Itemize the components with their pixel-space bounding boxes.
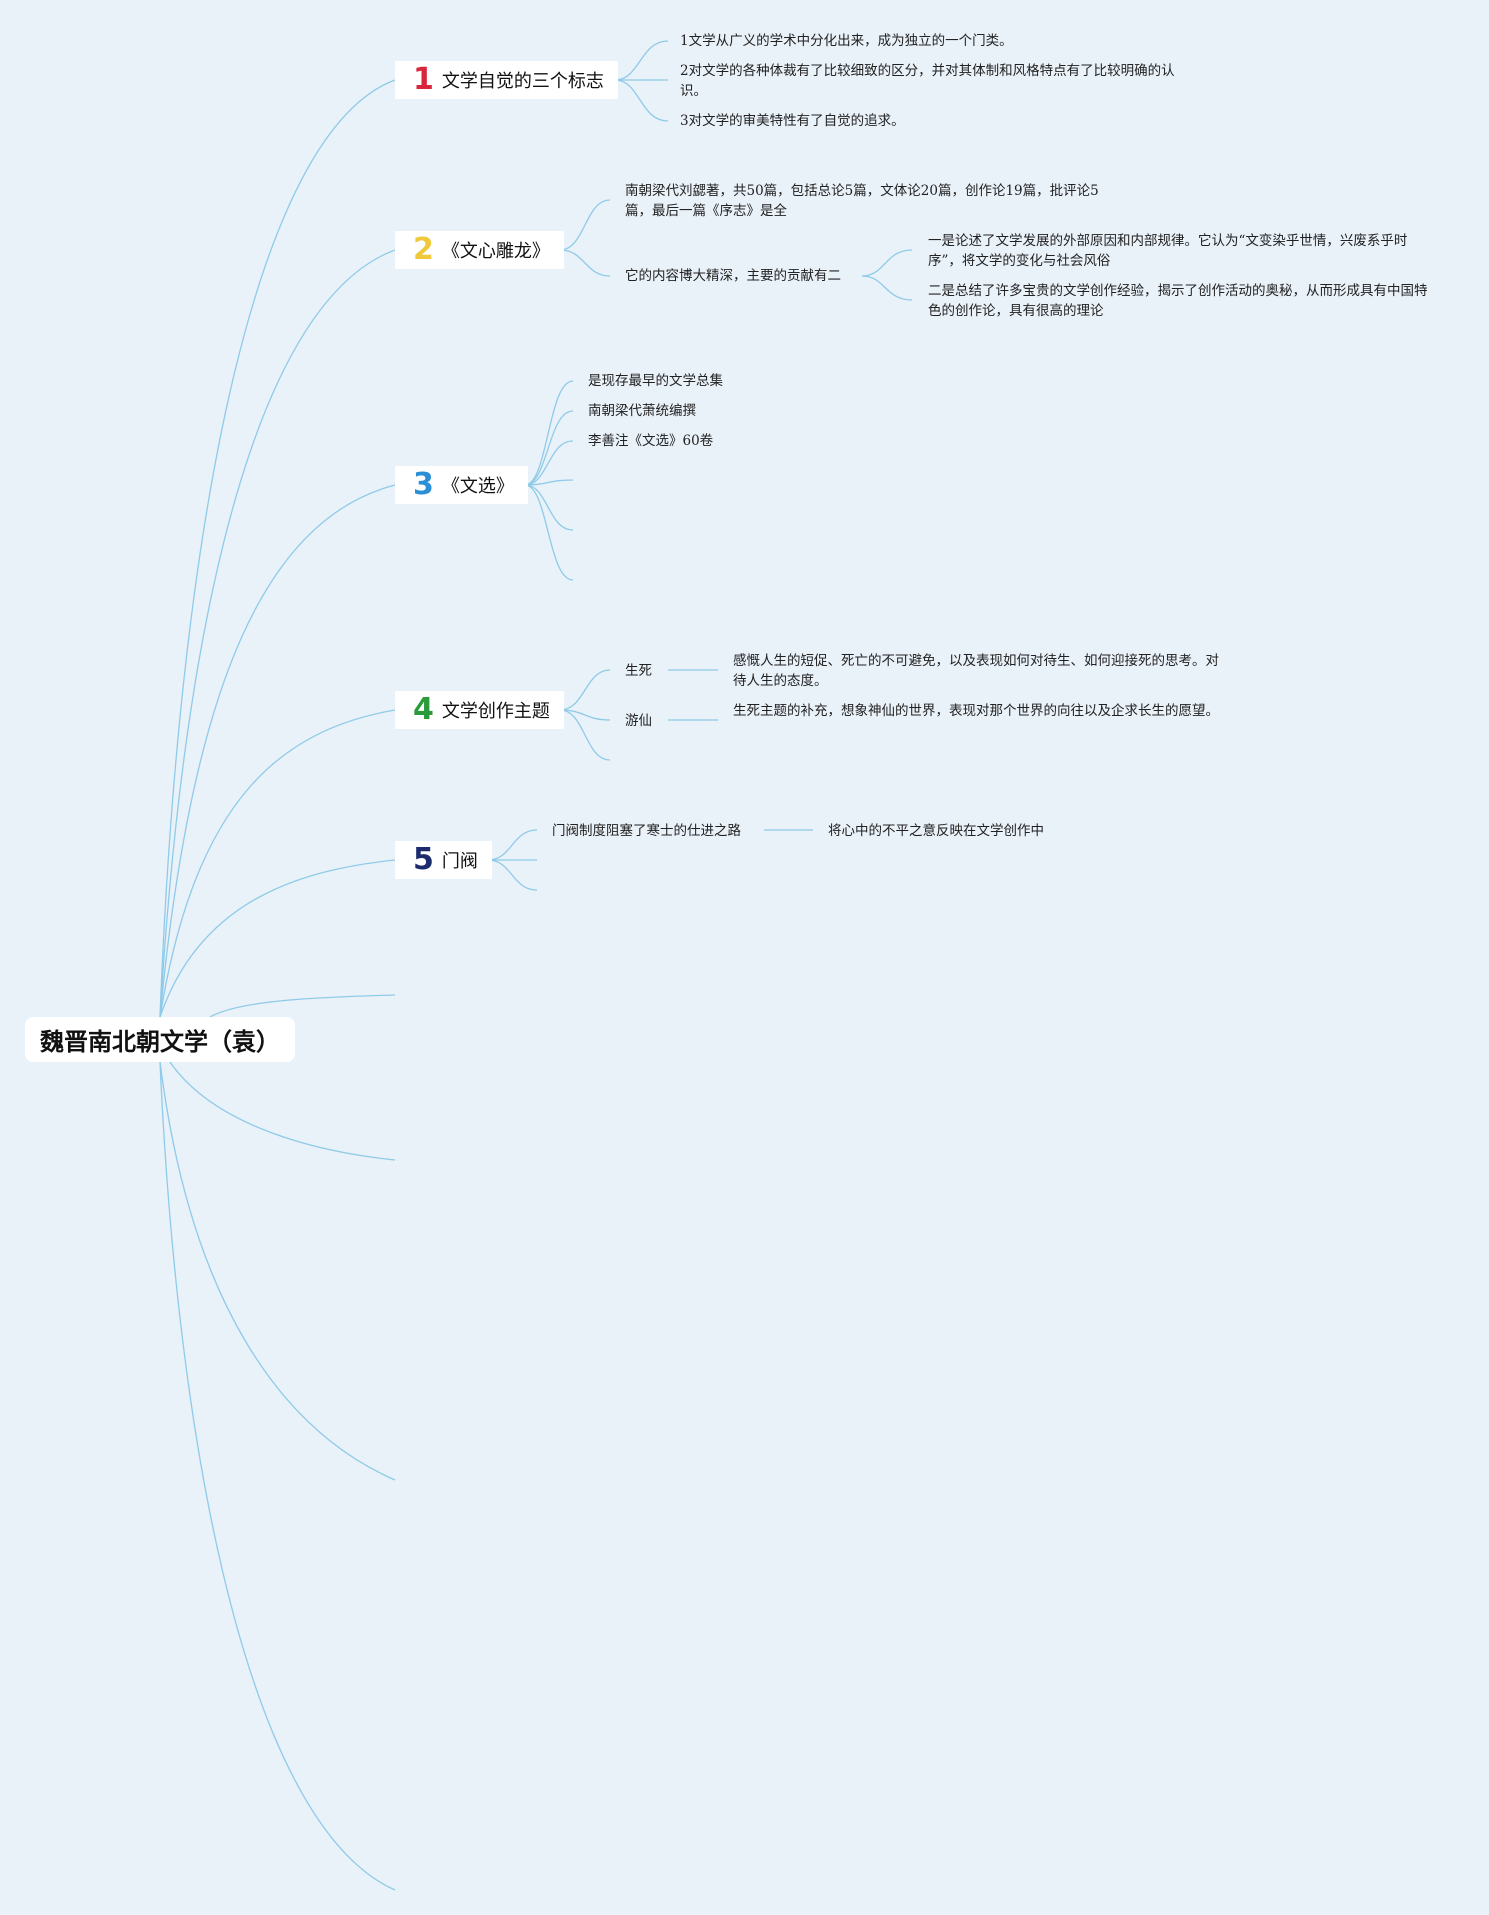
- connector-root-topic-1: [159, 79, 396, 1018]
- connector-t1-c: [614, 79, 669, 122]
- connector-t2-a: [559, 199, 611, 251]
- topic-2-item-2[interactable]: 它的内容博大精深，主要的贡献有二: [625, 268, 841, 284]
- topic-2-sub-1[interactable]: 一是论述了文学发展的外部原因和内部规律。它认为“文变染乎世情，兴废系乎时序”，将…: [928, 233, 1408, 269]
- topic-4[interactable]: 4 文学创作主题: [395, 691, 564, 729]
- topic-5[interactable]: 5 门阀: [395, 841, 492, 879]
- connector-t3-f: [524, 484, 574, 581]
- topic-1[interactable]: 1 文学自觉的三个标志: [395, 61, 618, 99]
- topic-1-label: 文学自觉的三个标志: [441, 71, 604, 92]
- connector-t3-c: [524, 440, 574, 486]
- topic-3-label: 《文选》: [441, 476, 514, 497]
- topic-4-item-1[interactable]: 生死: [625, 663, 652, 679]
- topic-2-label: 《文心雕龙》: [441, 241, 550, 262]
- connector-root-empty-6: [209, 994, 396, 1018]
- connector-t3-a: [524, 380, 574, 486]
- topic-2[interactable]: 2 《文心雕龙》: [395, 231, 564, 269]
- topic-4-number: 4: [413, 692, 434, 727]
- topic-4-sub-2[interactable]: 生死主题的补充，想象神仙的世界，表现对那个世界的向往以及企求长生的愿望。: [733, 703, 1219, 719]
- topic-4-label: 文学创作主题: [441, 701, 550, 722]
- root-topic[interactable]: 魏晋南北朝文学（袁）: [25, 1017, 295, 1062]
- topic-3-item-1[interactable]: 是现存最早的文学总集: [588, 373, 723, 389]
- topic-5-item-1[interactable]: 门阀制度阻塞了寒士的仕进之路: [552, 823, 741, 839]
- connector-root-topic-2: [159, 249, 396, 1018]
- connector-t3-b: [524, 410, 574, 486]
- connector-t5-a: [487, 829, 538, 861]
- topic-4-sub-1[interactable]: 感慨人生的短促、死亡的不可避免，以及表现如何对待生、如何迎接死的思考。对待人生的…: [733, 653, 1219, 689]
- topic-2-sub-2[interactable]: 二是总结了许多宝贵的文学创作经验，揭示了创作活动的奥秘，从而形成具有中国特色的创…: [928, 283, 1428, 319]
- topic-4-item-2[interactable]: 游仙: [625, 713, 652, 729]
- topic-3-number: 3: [413, 467, 434, 502]
- connector-t2-b: [559, 249, 611, 277]
- connector-root-topic-4: [159, 709, 396, 1018]
- topic-1-number: 1: [413, 62, 434, 97]
- topic-3-item-2[interactable]: 南朝梁代萧统编撰: [588, 403, 696, 419]
- connector-root-empty-7: [169, 1061, 396, 1161]
- connector-t4-a: [559, 669, 611, 711]
- connector-root-empty-9: [159, 1061, 396, 1891]
- connector-root-topic-3: [159, 484, 396, 1018]
- root-topic-label: 魏晋南北朝文学（袁）: [40, 1028, 280, 1056]
- connector-root-topic-5: [159, 859, 396, 1018]
- topic-3-item-3[interactable]: 李善注《文选》60卷: [588, 433, 714, 449]
- connector-t3-e: [524, 484, 574, 531]
- connector-t1-a: [614, 40, 669, 81]
- connector-t4-c: [559, 709, 611, 761]
- topic-2-number: 2: [413, 232, 434, 267]
- connector-t2-sub-b: [861, 275, 913, 301]
- topic-5-label: 门阀: [441, 851, 478, 872]
- topic-5-sub-1[interactable]: 将心中的不平之意反映在文学创作中: [828, 823, 1044, 839]
- connector-root-empty-8: [159, 1061, 396, 1481]
- connector-t3-d: [524, 479, 574, 486]
- topic-2-item-1[interactable]: 南朝梁代刘勰著，共50篇，包括总论5篇，文体论20篇，创作论19篇，批评论5篇，…: [625, 183, 1099, 219]
- connector-t2-sub-a: [861, 249, 913, 277]
- topic-5-number: 5: [413, 842, 434, 877]
- topic-1-item-1[interactable]: 1文学从广义的学术中分化出来，成为独立的一个门类。: [680, 33, 1013, 49]
- connector-t5-c: [487, 859, 538, 891]
- topic-1-item-3[interactable]: 3对文学的审美特性有了自觉的追求。: [680, 113, 905, 129]
- topic-3[interactable]: 3 《文选》: [395, 466, 528, 504]
- topic-1-item-2[interactable]: 2对文学的各种体裁有了比较细致的区分，并对其体制和风格特点有了比较明确的认识。: [680, 63, 1175, 99]
